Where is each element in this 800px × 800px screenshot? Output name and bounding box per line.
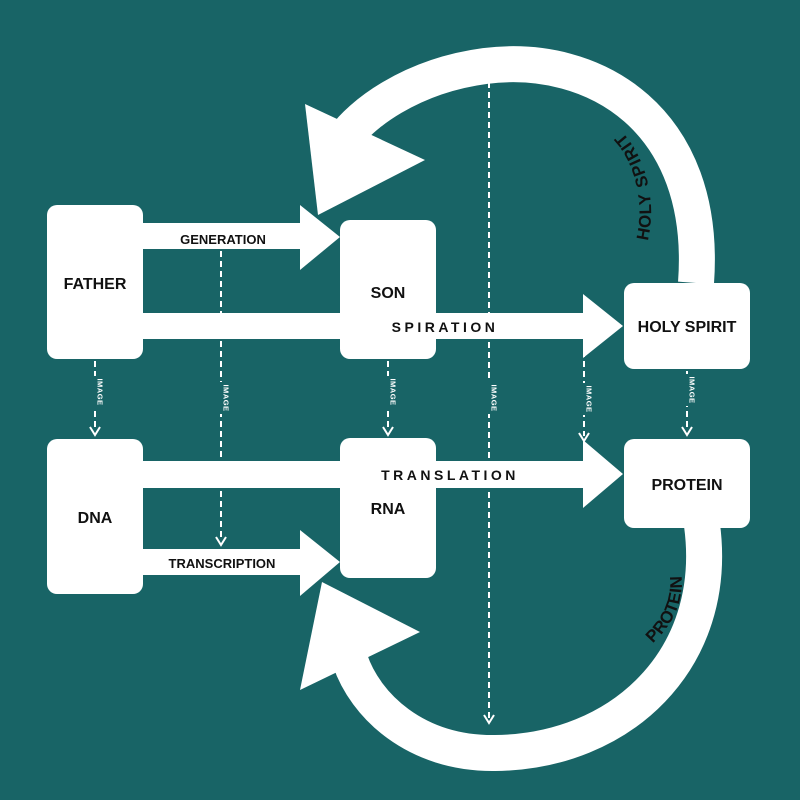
image-label-generation-transcription: IMAGE xyxy=(222,384,231,411)
protein-label: PROTEIN xyxy=(651,477,722,494)
father-box xyxy=(47,205,143,359)
transcription-label: TRANSCRIPTION xyxy=(169,556,276,571)
image-label-spiration-translation: IMAGE xyxy=(585,385,594,412)
rna-box xyxy=(340,438,436,578)
generation-transcription-image-arrowhead xyxy=(215,536,227,547)
son-box xyxy=(340,220,436,359)
holy-spirit-box xyxy=(624,283,750,369)
son-rna-image-arrowhead xyxy=(382,426,394,437)
translation-label: TRANSLATION xyxy=(381,467,519,483)
holy-spirit-return-arc xyxy=(328,46,715,285)
generation-arrow xyxy=(140,205,340,270)
image-label-holy-spirit-protein: IMAGE xyxy=(688,376,697,403)
image-label-center: IMAGE xyxy=(490,384,499,411)
generation-label: GENERATION xyxy=(180,232,266,247)
holy-spirit-protein-image-arrowhead xyxy=(681,426,693,437)
image-label-son-rna: IMAGE xyxy=(389,378,398,405)
father-dna-image-arrowhead xyxy=(89,426,101,437)
image-label-father-dna: IMAGE xyxy=(96,378,105,405)
protein-box xyxy=(624,439,750,528)
spiration-translation-image-arrowhead xyxy=(578,432,590,443)
son-label: SON xyxy=(371,285,406,302)
father-label: FATHER xyxy=(64,276,127,293)
transcription-arrow xyxy=(140,530,340,596)
protein-return-arrowhead xyxy=(300,582,420,690)
rna-label: RNA xyxy=(371,501,406,518)
dna-box xyxy=(47,439,143,594)
center-image-arrowhead xyxy=(483,714,495,725)
spiration-label: SPIRATION xyxy=(392,319,499,335)
holy-spirit-label: HOLY SPIRIT xyxy=(638,319,737,336)
protein-return-arc xyxy=(332,522,722,772)
dna-label: DNA xyxy=(78,510,113,527)
holy-spirit-return-arrowhead xyxy=(305,104,425,215)
